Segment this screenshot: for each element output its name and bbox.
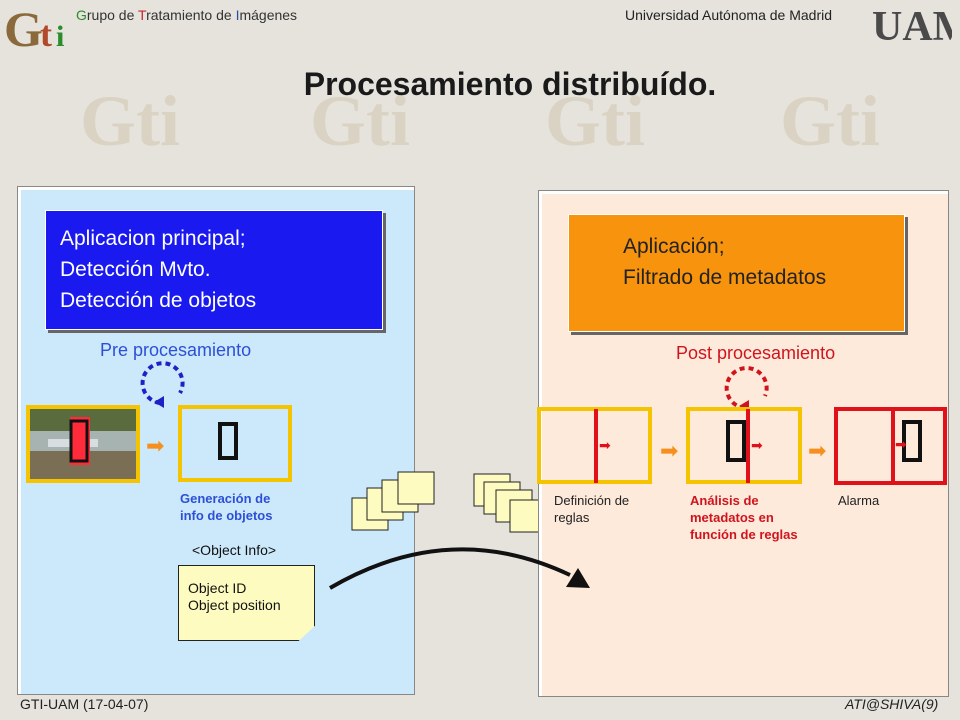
filter-application-box: Aplicación; Filtrado de metadatos <box>568 214 905 332</box>
generation-label-line: Generación de <box>180 491 271 506</box>
page-title: Procesamiento distribuído. <box>303 66 717 102</box>
app-main-line: Aplicacion principal; <box>60 227 246 250</box>
camera-frame-image <box>26 405 140 483</box>
object-info-note: Object ID Object position <box>178 565 315 641</box>
generation-label-line: info de objetos <box>180 508 273 523</box>
post-processing-label: Post procesamiento <box>676 343 836 363</box>
rule-definition-line: reglas <box>554 510 590 525</box>
analysis-label: Análisis de metadatos en función de regl… <box>690 492 798 543</box>
generation-label: Generación de info de objetos <box>180 490 272 524</box>
arrow-right-icon: ➡ <box>660 438 679 463</box>
placeholder-glyph-icon <box>218 422 238 460</box>
analysis-box <box>686 407 802 484</box>
app-filter-line: Filtrado de metadatos <box>623 266 827 289</box>
placeholder-glyph-icon <box>726 420 746 462</box>
note-line: Object position <box>188 597 281 613</box>
logo-uam-text: UAM <box>872 4 952 46</box>
placeholder-glyph-icon <box>902 420 922 462</box>
arrow-right-icon: ➡ <box>599 437 611 453</box>
logo-gti-icon: G t i <box>2 1 70 57</box>
group-name: Grupo de Tratamiento de Imágenes <box>76 7 298 23</box>
divider-line <box>891 409 895 483</box>
watermark-logo: Gti <box>780 81 880 161</box>
app-main-line: Detección de objetos <box>60 289 257 312</box>
divider-line <box>746 409 750 483</box>
alarm-label: Alarma <box>838 493 880 508</box>
watermark-logo: Gti <box>80 81 180 161</box>
analysis-line: Análisis de <box>690 493 759 508</box>
analysis-line: función de reglas <box>690 527 798 542</box>
divider-line <box>594 409 598 483</box>
loop-icon <box>724 366 769 412</box>
arrow-right-icon: ➡ <box>895 436 907 452</box>
rule-definition-line: Definición de <box>554 493 630 508</box>
watermark-logo: Gti <box>310 81 410 161</box>
curved-arrow-icon <box>328 547 590 590</box>
university-name: Universidad Autónoma de Madrid <box>625 7 833 23</box>
rule-definition-label: Definición de reglas <box>554 492 629 526</box>
logo-uam-icon: UAM <box>872 2 960 50</box>
app-filter-line: Aplicación; <box>623 235 725 258</box>
app-main-line: Detección Mvto. <box>60 258 211 281</box>
footer-left: GTI-UAM (17-04-07) <box>20 696 149 712</box>
object-info-tag: <Object Info> <box>192 542 277 558</box>
arrow-right-icon: ➡ <box>751 437 763 453</box>
alarm-box <box>834 407 947 485</box>
watermark-logo: Gti <box>545 81 645 161</box>
note-line: Object ID <box>188 580 247 596</box>
document-stack-icon <box>351 471 435 531</box>
svg-text:t: t <box>40 14 52 52</box>
object-info-box <box>178 405 292 482</box>
footer-right: ATI@SHIVA(9) <box>845 696 939 712</box>
pre-processing-label: Pre procesamiento <box>100 340 252 360</box>
analysis-line: metadatos en <box>690 510 774 525</box>
main-application-box: Aplicacion principal; Detección Mvto. De… <box>45 210 383 330</box>
arrow-right-icon: ➡ <box>808 438 827 463</box>
svg-text:G: G <box>4 2 43 52</box>
svg-text:i: i <box>56 20 64 52</box>
loop-icon <box>140 361 185 408</box>
arrow-right-icon: ➡ <box>146 433 165 458</box>
